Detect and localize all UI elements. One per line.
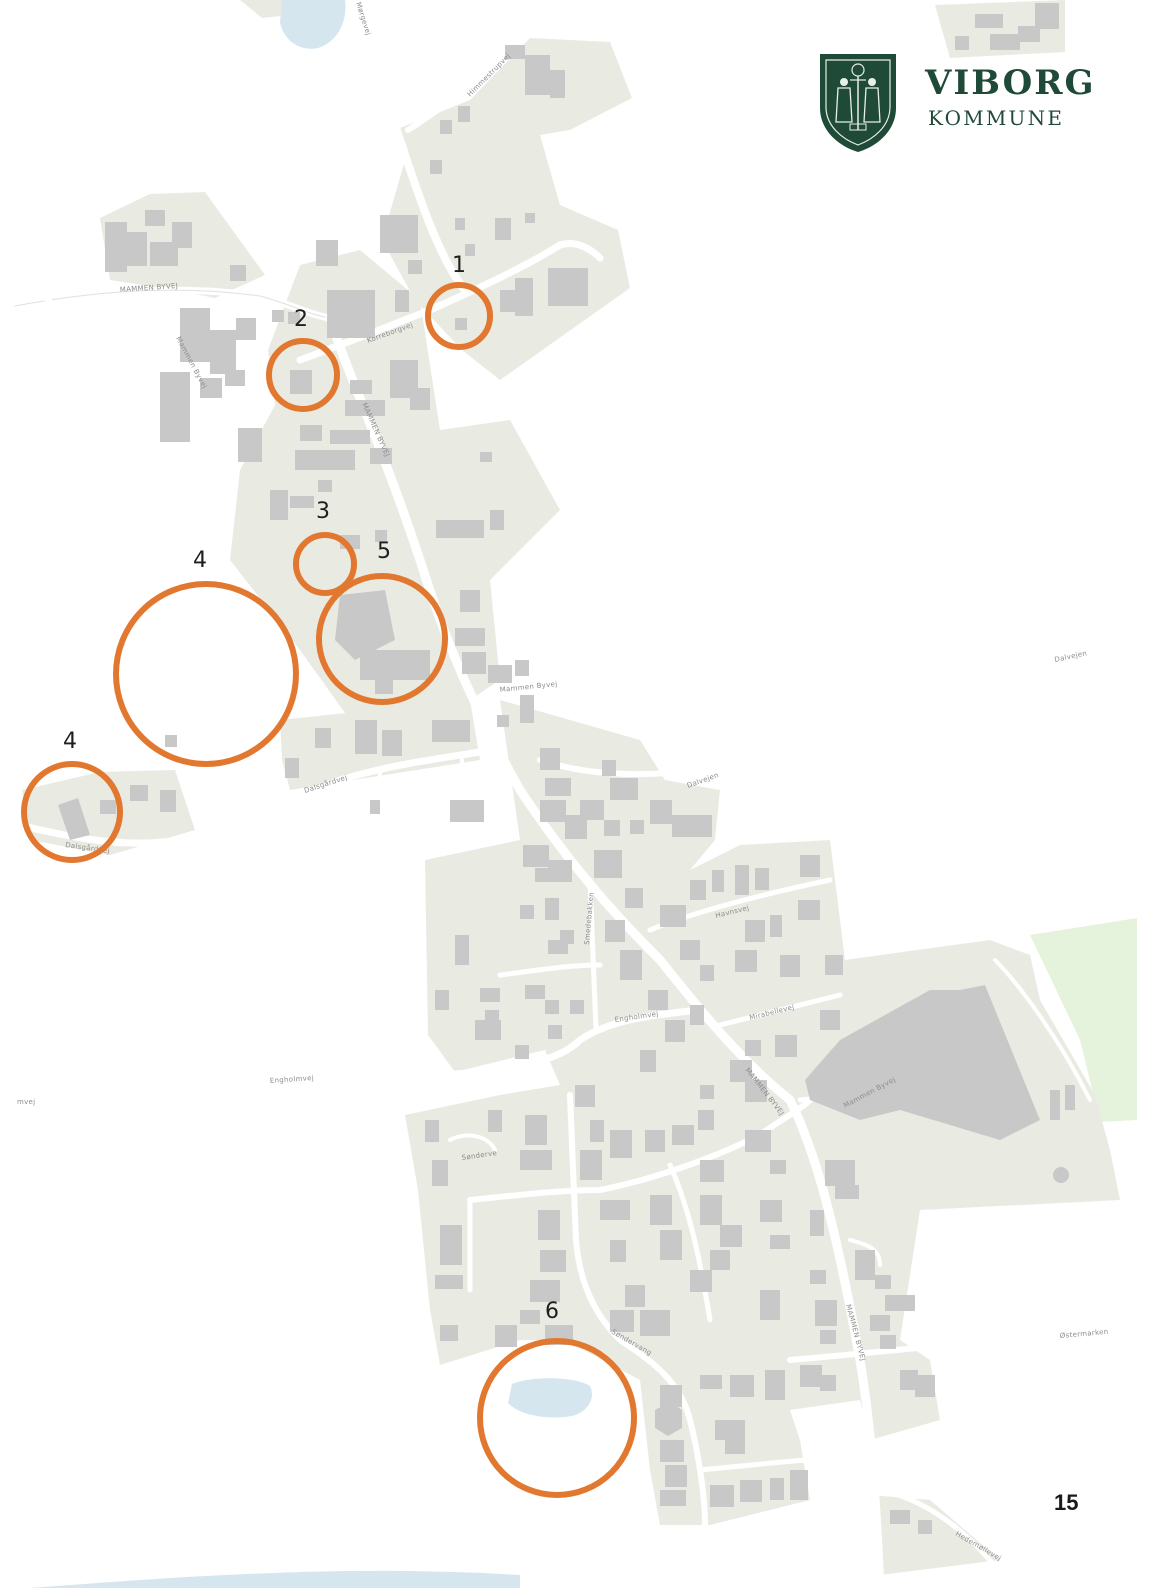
marker-number-5: 5 [377, 539, 391, 564]
marker-ring-1[interactable] [425, 282, 493, 350]
marker-numbers: 1 2 3 4 5 4 6 [63, 253, 559, 1324]
marker-number-3: 3 [316, 499, 330, 524]
coat-of-arms-icon [820, 54, 896, 152]
logo-subtitle: KOMMUNE [928, 106, 1065, 130]
built-area-west [280, 700, 480, 790]
water-bodies [30, 0, 592, 1588]
marker-ring-6[interactable] [477, 1338, 637, 1498]
buildings [58, 3, 1075, 1534]
green-field [1030, 918, 1137, 1122]
built-area-middle [405, 700, 1120, 1525]
marker-number-4-small: 4 [63, 729, 77, 754]
canal-south [30, 1570, 520, 1588]
logo-title: VIBORG [925, 63, 1096, 103]
page-number: 15 [1054, 1490, 1079, 1515]
viborg-kommune-logo [812, 50, 1102, 160]
marker-ring-2[interactable] [266, 338, 340, 412]
pond-south [508, 1378, 592, 1418]
marker-rings [21, 282, 637, 1498]
lake-north [280, 0, 346, 49]
road-label: mvej [17, 1098, 35, 1106]
marker-ring-4-large[interactable] [113, 581, 299, 767]
marker-ring-3[interactable] [293, 532, 357, 596]
marker-number-6: 6 [545, 1299, 559, 1324]
roads [11, 0, 1140, 1588]
marker-ring-5[interactable] [316, 573, 448, 705]
marker-number-4-large: 4 [193, 548, 207, 573]
road-label: Engholmvej [270, 1074, 315, 1085]
marker-number-1: 1 [452, 253, 466, 278]
marker-ring-4-small[interactable] [21, 761, 123, 863]
marker-number-2: 2 [294, 307, 308, 332]
